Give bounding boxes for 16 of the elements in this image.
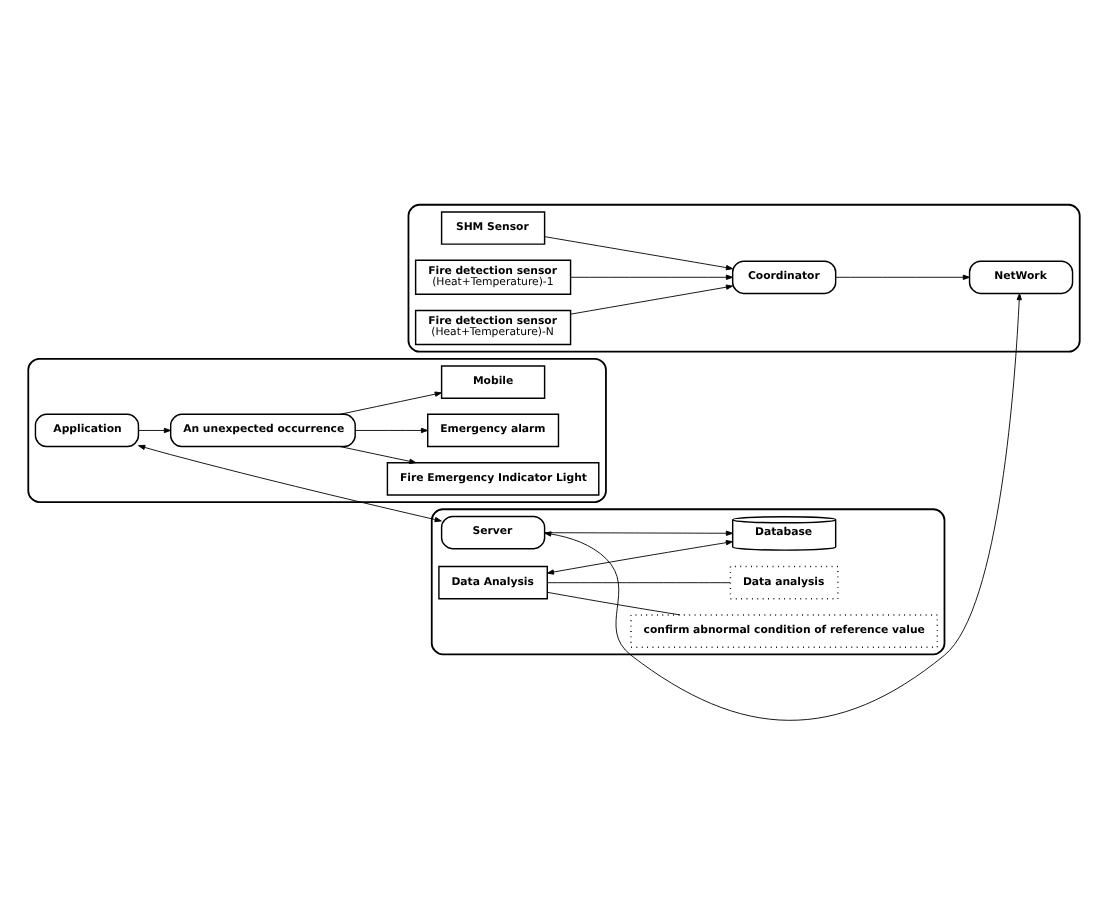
cluster xyxy=(407,203,1081,353)
connector xyxy=(546,591,681,616)
arrow xyxy=(339,391,442,415)
arrow xyxy=(544,236,734,271)
arrow xyxy=(570,284,734,315)
arrow xyxy=(339,446,417,464)
connector xyxy=(546,582,731,584)
arrow xyxy=(138,444,442,523)
cluster xyxy=(27,357,607,503)
arrow xyxy=(835,274,970,280)
arrow xyxy=(544,530,734,536)
arrow xyxy=(546,540,733,575)
arrow xyxy=(354,427,429,434)
arrow xyxy=(138,427,172,434)
arrow xyxy=(544,293,1022,721)
arrow xyxy=(570,274,734,280)
